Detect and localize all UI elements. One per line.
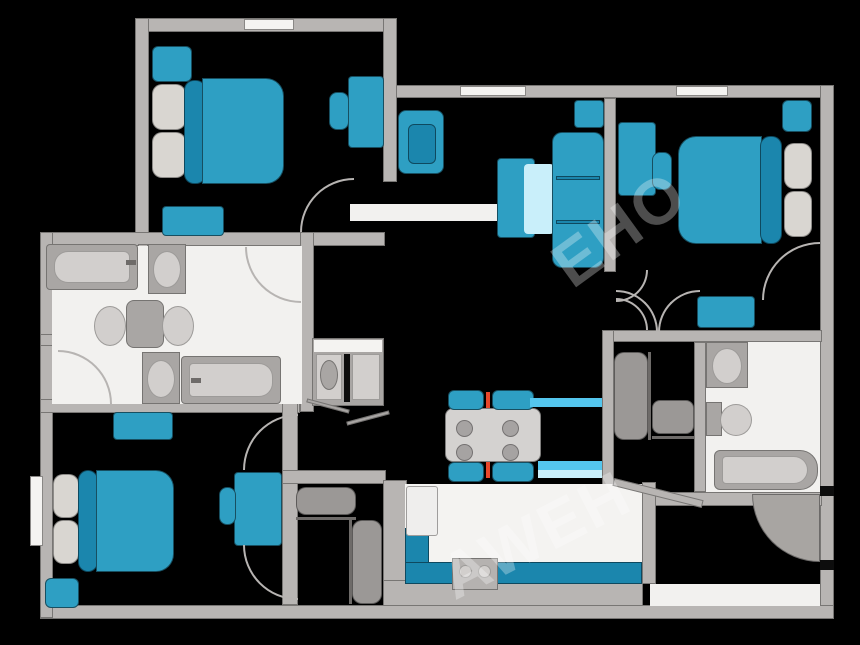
bed1-pillow-top: [152, 84, 186, 130]
wall-rightblock-left: [602, 330, 614, 504]
closet2-clothes-row: [296, 487, 356, 515]
tub2-inner: [189, 363, 273, 397]
tub2-faucet: [191, 378, 201, 383]
toilet-bowl-bathright: [720, 404, 752, 436]
washer-drum: [320, 360, 338, 390]
closet-right-rod-v: [648, 352, 651, 440]
entry-door-jamb-top: [820, 486, 834, 496]
tub1-inner: [54, 251, 130, 283]
door-arc-bedroom1: [300, 178, 354, 232]
sink2-basin: [147, 360, 175, 398]
dining-chair-2: [492, 390, 534, 410]
toilet-bowl-right: [162, 306, 194, 346]
dryer-unit: [352, 354, 380, 400]
desk-bedroom1: [348, 76, 384, 148]
window-living: [460, 86, 526, 96]
dining-chair-1: [448, 390, 484, 410]
plate-2: [456, 444, 473, 461]
closet-right-clothes-col: [614, 352, 648, 440]
napkin-red-top: [486, 392, 490, 408]
wall-closet-bath-divider: [694, 342, 706, 492]
bed3-pillow-bottom: [53, 520, 79, 564]
window-bedroom3: [30, 476, 43, 546]
entry-door-swing: [752, 494, 820, 562]
wall-living-partition: [604, 98, 616, 272]
stove-burner-right: [478, 565, 491, 578]
bed2-mattress: [678, 136, 762, 244]
nightstand-bedroom1: [152, 46, 192, 82]
closet2-rod-h: [296, 517, 356, 520]
sink-basin-bathright: [712, 348, 742, 384]
tub1-faucet: [126, 260, 136, 265]
dresser-bedroom3: [113, 412, 173, 440]
tub-inner-bathright: [722, 456, 808, 484]
fridge: [406, 486, 438, 536]
chair-bedroom3: [219, 487, 236, 525]
kitchen-counter-edge-h: [405, 562, 642, 584]
laundry-bifold-right: [346, 410, 390, 426]
sofa: [552, 132, 604, 268]
nightstand-bedroom3: [45, 578, 79, 608]
bench-strip-bottom-light: [538, 470, 602, 478]
bed1-pillow-bottom: [152, 132, 186, 178]
dresser-bedroom2: [697, 296, 755, 328]
stove-burner-left: [459, 565, 472, 578]
wall-closet2-top: [282, 470, 386, 484]
desk-bedroom3: [234, 472, 282, 546]
desk-bedroom2: [618, 122, 656, 196]
wall-right-outer: [820, 85, 834, 618]
window-bedroom1: [244, 19, 294, 30]
dresser-bedroom1: [162, 206, 224, 236]
bench-strip-bottom: [538, 461, 602, 470]
sofa-cushion-line1: [556, 176, 600, 180]
door-arc-closet-left: [616, 290, 658, 332]
shelf-living: [574, 100, 604, 128]
bed3-mattress: [96, 470, 174, 572]
window-bedroom2: [676, 86, 728, 96]
wall-left-outer: [40, 232, 53, 618]
dining-chair-4: [492, 462, 534, 482]
bed2-pillow-top: [784, 143, 812, 189]
napkin-red-bottom: [486, 462, 490, 478]
closet-right-rod-h: [652, 436, 694, 439]
wall-bottom-outer: [40, 605, 834, 619]
floor-entry-strip: [650, 584, 820, 606]
plate-3: [502, 420, 519, 437]
bench-strip-top: [530, 398, 602, 407]
toilet-vanity-center: [126, 300, 164, 348]
door-arc-closet-right: [658, 290, 700, 332]
bed3-pillow-top: [53, 474, 79, 518]
bed3-bolster: [78, 470, 98, 572]
dining-chair-3: [448, 462, 484, 482]
rug-living: [524, 164, 554, 234]
closet-right-clothes-row: [652, 400, 694, 434]
bed2-pillow-bottom: [784, 191, 812, 237]
wall-bedroom1-left: [135, 18, 149, 246]
door-arc-bedroom3-top: [243, 414, 298, 470]
closet2-rod-v: [349, 520, 352, 604]
toilet-bowl-left: [94, 306, 126, 346]
entry-door-jamb-bottom: [820, 560, 834, 570]
sofa-cushion-line2: [556, 220, 600, 224]
bed1-mattress: [202, 78, 284, 184]
plate-1: [456, 420, 473, 437]
door-arc-bedroom3-bottom: [243, 545, 298, 600]
nightstand-bedroom2: [782, 100, 812, 132]
floor-hallway-strip: [350, 204, 517, 221]
bed2-bolster: [760, 136, 782, 244]
chair-bedroom2: [652, 152, 672, 190]
wall-bedroom1-right: [383, 18, 397, 182]
laundry-divider: [344, 354, 350, 402]
door-arc-bedroom2: [762, 242, 820, 300]
armchair-seat: [408, 124, 436, 164]
chair-bedroom1: [329, 92, 349, 130]
closet2-clothes-col: [352, 520, 382, 604]
plate-4: [502, 444, 519, 461]
wall-kitchen-entry: [642, 482, 656, 584]
laundry-counter: [314, 340, 382, 352]
sink1-basin: [153, 251, 181, 288]
